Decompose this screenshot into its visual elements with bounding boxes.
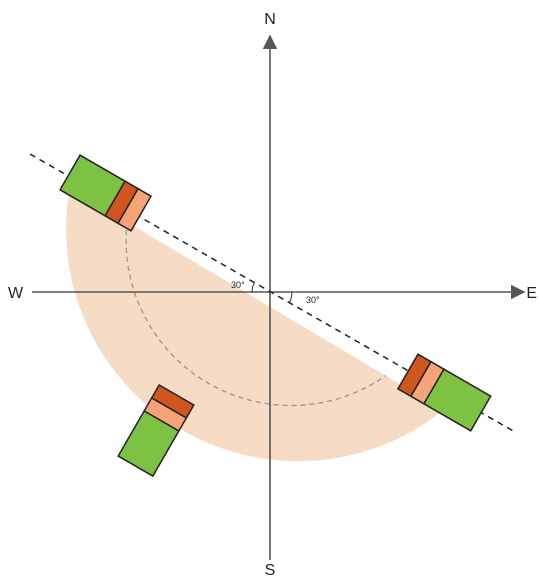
angle-arc-left (251, 282, 255, 293)
shaded-sector (66, 188, 444, 462)
light-orange-band (117, 187, 153, 232)
west-label: W (8, 285, 24, 302)
angle-label-right: 30° (306, 295, 320, 305)
dashed-arc (125, 220, 387, 407)
north-label: N (264, 11, 276, 28)
angle-label-left: 30° (231, 280, 245, 290)
green-panel (117, 409, 180, 478)
vehicle-south (117, 384, 195, 478)
vehicle-southeast (396, 353, 492, 432)
green-panel (422, 368, 492, 432)
vehicle-northwest (59, 154, 153, 232)
angle-arc-right (288, 291, 293, 304)
south-label: S (265, 562, 276, 578)
east-label: E (526, 285, 537, 302)
